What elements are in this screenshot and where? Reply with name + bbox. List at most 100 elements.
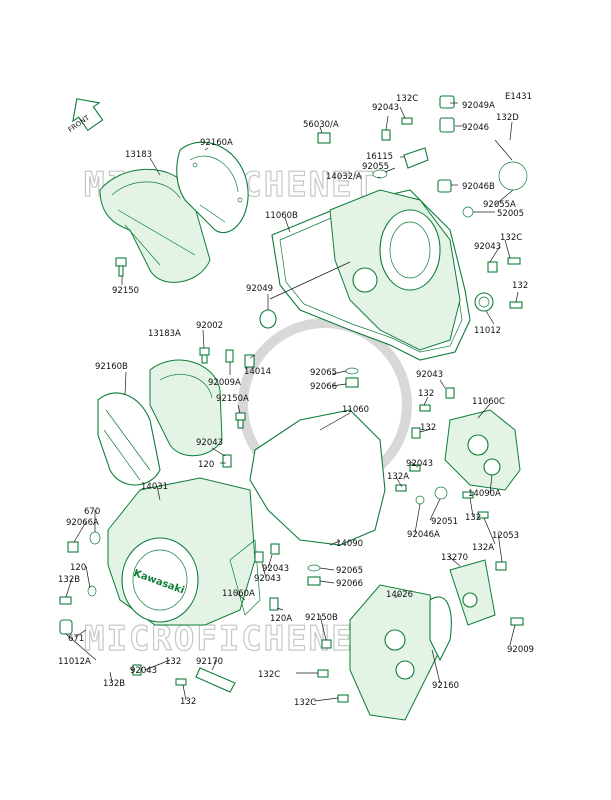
part-label-92043: 92043 <box>254 574 281 584</box>
part-label-92049: 92049 <box>246 284 273 294</box>
part-label-56030-a: 56030/A <box>303 120 339 130</box>
part-14031-engine-cover: Kawasaki <box>107 477 256 626</box>
part-label-92065: 92065 <box>310 368 337 378</box>
part-label-11012: 11012 <box>474 326 501 336</box>
part-label-132: 132 <box>180 697 196 707</box>
part-label-132c: 132C <box>396 94 418 104</box>
part-label-132c: 132C <box>500 233 522 243</box>
part-11060-gasket <box>249 409 386 546</box>
part-label-92150a: 92150A <box>216 394 249 404</box>
part-11060C-cover <box>444 409 521 491</box>
part-56030-plate <box>317 132 331 144</box>
part-label-92170: 92170 <box>196 657 223 667</box>
part-92160-cover <box>429 596 452 662</box>
part-label-11060: 11060 <box>342 405 369 415</box>
part-label-92046: 92046 <box>462 123 489 133</box>
part-label-e1431: E1431 <box>505 92 532 102</box>
part-label-14090a: 14090A <box>468 489 501 499</box>
part-label-132c: 132C <box>294 698 316 708</box>
watermark-bottom: MICROFICHENET <box>84 619 376 659</box>
part-label-52005: 52005 <box>497 209 524 219</box>
part-label-132b: 132B <box>103 679 125 689</box>
part-92065-plug <box>345 367 359 388</box>
part-14090A-seal <box>483 458 501 476</box>
part-label-670: 670 <box>84 507 100 517</box>
part-92170-strip <box>195 667 236 693</box>
part-label-14014: 14014 <box>244 367 271 377</box>
part-label-92043: 92043 <box>262 564 289 574</box>
part-14014-plate <box>244 354 255 368</box>
part-label-11060a: 11060A <box>222 589 255 599</box>
part-label-11012a: 11012A <box>58 657 91 667</box>
part-92065-lower <box>307 564 321 586</box>
part-label-132a: 132A <box>472 543 494 553</box>
part-label-92066: 92066 <box>336 579 363 589</box>
part-lower-bolts <box>317 617 524 703</box>
part-label-92043: 92043 <box>196 438 223 448</box>
part-label-92009: 92009 <box>507 645 534 655</box>
part-label-14031: 14031 <box>141 482 168 492</box>
part-16115-cap <box>403 147 429 169</box>
part-label-12053: 12053 <box>492 531 519 541</box>
part-label-13183a: 13183A <box>148 329 181 339</box>
part-670-oring <box>67 531 101 553</box>
part-label-92009a: 92009A <box>208 378 241 388</box>
part-label-132: 132 <box>465 513 481 523</box>
part-label-671: 671 <box>68 634 84 644</box>
part-label-16115: 16115 <box>366 152 393 162</box>
part-label-92046b: 92046B <box>462 182 495 192</box>
part-92002-bolt <box>199 347 210 364</box>
part-92160A-cover <box>176 141 249 233</box>
part-label-92160a: 92160A <box>200 138 233 148</box>
part-label-13270: 13270 <box>441 553 468 563</box>
part-label-92160b: 92160B <box>95 362 128 372</box>
part-92055A-ring <box>494 139 528 191</box>
part-92049-seal <box>259 309 277 329</box>
part-label-132: 132 <box>418 389 434 399</box>
part-label-120a: 120A <box>270 614 292 624</box>
part-label-11060b: 11060B <box>265 211 298 221</box>
part-label-132: 132 <box>165 657 181 667</box>
part-label-92043: 92043 <box>416 370 443 380</box>
part-13183-shield <box>99 168 211 283</box>
part-label-92066a: 92066A <box>66 518 99 528</box>
part-14026-plate <box>349 584 441 721</box>
part-label-92065: 92065 <box>336 566 363 576</box>
part-52005-ring <box>462 206 474 218</box>
part-right-bolts <box>487 257 523 309</box>
part-13270-bracket <box>449 559 507 626</box>
part-label-132a: 132A <box>387 472 409 482</box>
part-92051-ring <box>415 486 448 505</box>
part-label-92055: 92055 <box>362 162 389 172</box>
part-13183A-shield <box>149 359 223 457</box>
part-label-92043: 92043 <box>406 459 433 469</box>
leader-lines <box>65 102 519 702</box>
part-92046B-bearing <box>437 179 452 193</box>
part-92160B-cover <box>97 392 161 486</box>
part-label-92055a: 92055A <box>483 200 516 210</box>
part-label-120: 120 <box>198 460 214 470</box>
part-92009A-bolt <box>225 349 234 363</box>
front-arrow: FRONT <box>67 98 104 134</box>
part-label-92066: 92066 <box>310 382 337 392</box>
part-92150-bolt <box>115 257 127 277</box>
part-labels: E1431 92049A 132C 92043 92046 132D 56030/A 1611… <box>58 92 534 708</box>
part-label-132: 132 <box>420 423 436 433</box>
part-label-92049a: 92049A <box>462 101 495 111</box>
part-label-132: 132 <box>512 281 528 291</box>
part-label-92051: 92051 <box>431 517 458 527</box>
part-92150A-bolt <box>235 412 246 429</box>
part-11012-seal <box>474 292 494 312</box>
part-11060A-gasket <box>229 539 261 616</box>
part-label-92043: 92043 <box>130 666 157 676</box>
part-label-132c: 132C <box>258 670 280 680</box>
part-label-92150: 92150 <box>112 286 139 296</box>
part-clutch-cover-upper <box>329 189 461 351</box>
part-132C-bolt-top <box>381 117 413 141</box>
part-label-14026: 14026 <box>386 590 413 600</box>
part-label-92046a: 92046A <box>407 530 440 540</box>
part-label-132d: 132D <box>496 113 519 123</box>
part-label-92160: 92160 <box>432 681 459 691</box>
